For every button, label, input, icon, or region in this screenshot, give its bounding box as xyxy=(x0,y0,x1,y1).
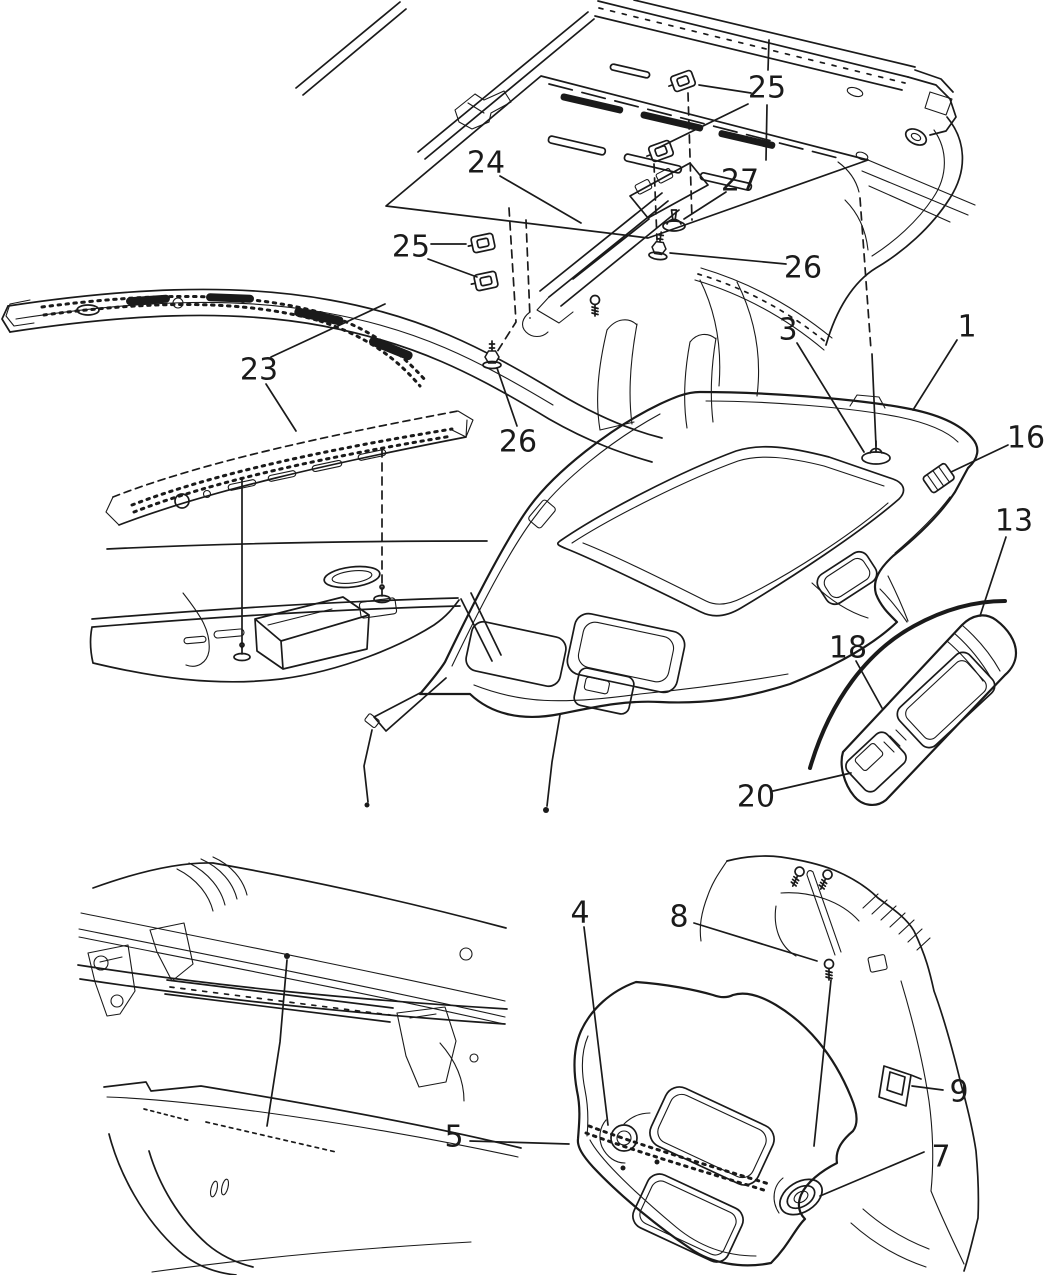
projection-line xyxy=(363,729,373,803)
callout-18: 18 xyxy=(829,631,883,709)
bolt-fastener-glyph xyxy=(482,340,502,370)
quarter-trim-drawing xyxy=(699,855,980,1272)
callout-number: 23 xyxy=(240,353,278,388)
callout-5: 5 xyxy=(444,1120,570,1155)
cowl-top-drawing xyxy=(89,540,502,683)
callout-27: 27 xyxy=(683,164,759,220)
projection-line xyxy=(496,207,517,353)
leader-line xyxy=(270,303,386,358)
leader-line xyxy=(693,922,818,962)
callout-number: 26 xyxy=(784,251,822,286)
clip-fastener-glyph xyxy=(467,232,496,254)
leader-line xyxy=(496,367,518,427)
headliner-drawing xyxy=(364,390,979,813)
callout-1: 1 xyxy=(912,310,977,411)
callout-number: 9 xyxy=(949,1075,968,1110)
callout-number: 25 xyxy=(392,230,430,265)
callout-number: 25 xyxy=(748,71,786,106)
callout-13: 13 xyxy=(979,504,1033,617)
leader-line xyxy=(583,926,609,1126)
projection-line xyxy=(266,959,288,1127)
screw-fastener-glyph xyxy=(589,294,601,317)
leader-line xyxy=(979,536,1007,617)
leader-line xyxy=(855,660,883,709)
projection-line xyxy=(813,979,832,1147)
fastener-glyphs xyxy=(233,69,891,981)
callout-number: 27 xyxy=(721,164,759,199)
leader-line xyxy=(950,444,1009,473)
callout-20: 20 xyxy=(737,772,852,815)
leader-line xyxy=(683,191,727,220)
clip-fastener-glyph xyxy=(668,69,697,93)
callout-26: 26 xyxy=(496,367,537,460)
callout-24: 24 xyxy=(467,146,582,224)
projection-line xyxy=(525,219,531,319)
leader-line xyxy=(912,339,958,411)
callout-number: 4 xyxy=(570,896,589,931)
leader-line xyxy=(698,84,752,94)
callout-23: 23 xyxy=(240,303,386,432)
callout-3: 3 xyxy=(778,313,865,453)
leader-line xyxy=(772,772,852,792)
projection-line xyxy=(767,39,770,71)
leader-line xyxy=(265,383,297,432)
callout-number: 26 xyxy=(499,425,537,460)
callout-8: 8 xyxy=(669,900,818,962)
callout-26: 26 xyxy=(669,251,822,286)
screw-fastener-glyph xyxy=(790,866,805,887)
leader-line xyxy=(469,1140,570,1145)
callout-number: 16 xyxy=(1007,421,1045,456)
leader-line xyxy=(819,1151,925,1197)
callout-number: 3 xyxy=(778,313,797,348)
clip-fastener-glyph xyxy=(470,270,499,292)
callout-number: 18 xyxy=(829,631,867,666)
leader-line xyxy=(427,258,478,278)
projection-line xyxy=(871,353,877,447)
callout-number: 5 xyxy=(444,1120,463,1155)
callout-number: 20 xyxy=(737,780,775,815)
callout-16: 16 xyxy=(950,421,1045,473)
callout-25: 25 xyxy=(657,71,786,149)
pushpin-fastener-glyph xyxy=(861,440,891,465)
projection-line xyxy=(765,104,768,161)
leader-line xyxy=(669,252,787,265)
callout-number: 1 xyxy=(957,310,976,345)
callout-4: 4 xyxy=(570,896,609,1126)
callout-number: 7 xyxy=(931,1140,950,1175)
sun-visor-drawing xyxy=(573,980,922,1267)
overhead-console-drawing xyxy=(808,575,1018,806)
projection-line xyxy=(687,92,693,221)
screw-fastener-glyph xyxy=(818,869,833,890)
leader-line xyxy=(657,103,749,149)
rear-roof-structure-drawing xyxy=(77,856,522,1275)
callout-25: 25 xyxy=(392,230,478,278)
pin-fastener-glyph xyxy=(233,642,251,662)
callout-number: 24 xyxy=(467,146,505,181)
projection-lines xyxy=(241,39,877,1147)
callout-7: 7 xyxy=(819,1140,951,1197)
clip-fastener-glyph xyxy=(646,139,675,163)
windshield-header-drawing xyxy=(105,410,474,526)
leader-line xyxy=(796,342,865,453)
leader-line xyxy=(911,1085,944,1091)
leader-line xyxy=(499,175,582,224)
projection-line xyxy=(546,714,561,807)
grommet-fastener-glyph xyxy=(662,209,686,232)
projection-line xyxy=(859,197,872,351)
callout-number: 8 xyxy=(669,900,688,935)
projection-line xyxy=(653,163,658,241)
pin-fastener-glyph xyxy=(373,584,391,604)
roof-structure-drawing xyxy=(1,0,976,463)
bolt-fastener-glyph xyxy=(648,231,668,261)
screw-fastener-glyph xyxy=(823,958,835,981)
callout-number: 13 xyxy=(995,504,1033,539)
callout-9: 9 xyxy=(911,1075,969,1110)
